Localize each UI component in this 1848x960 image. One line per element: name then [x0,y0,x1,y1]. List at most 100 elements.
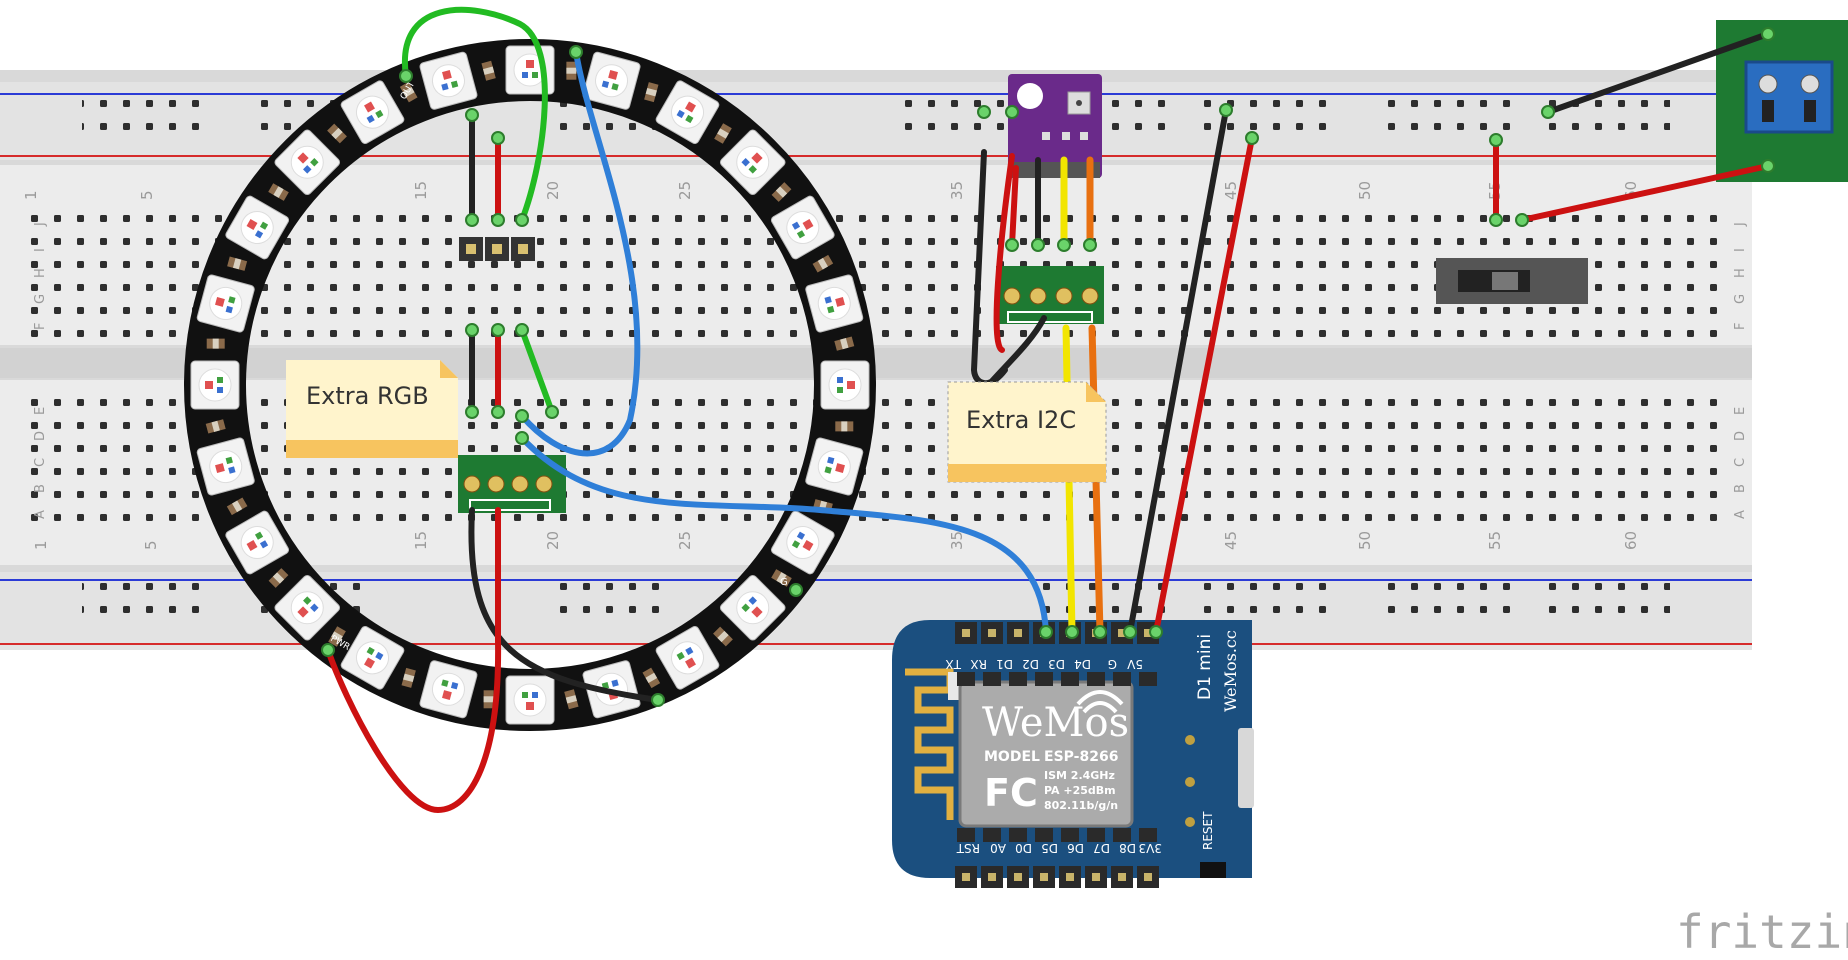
wire-end [1039,625,1053,639]
pin-d0[interactable]: D0 [1007,828,1032,888]
slide-switch[interactable] [1436,258,1588,304]
row-letters: J I H G F E D C B A J I H G F E D C B A [33,222,1748,519]
wire-red[interactable] [993,153,1015,353]
i2c-header-connector[interactable] [996,266,1104,324]
wire-red-ring-pwr[interactable] [325,507,502,813]
spec-line: PA +25dBm [1044,784,1116,797]
ring-capacitor [483,690,494,709]
pin-header-3[interactable] [459,237,535,261]
wire-end [321,643,335,657]
pad [1055,287,1073,305]
terminal-housing [1744,60,1834,134]
wire-red-dc[interactable] [1519,163,1771,223]
wifi-icon [1082,701,1118,714]
switch-knob[interactable] [1492,272,1518,290]
pin-rx[interactable]: RX [970,622,1003,686]
col-number: 35 [948,181,966,200]
dc-terminal-block[interactable] [1716,20,1848,182]
wire-end [515,409,529,423]
wire-green[interactable] [519,327,555,415]
pin-label: D6 [1067,841,1084,855]
pin-label: D3 [1048,657,1065,671]
note-extra-rgb[interactable]: Extra RGB [286,360,458,458]
reset-button[interactable] [1200,862,1226,878]
smd-part [1062,132,1070,140]
reset-label: RESET [1201,811,1215,850]
i2c-sensor-module[interactable] [1008,74,1102,178]
wire-blue[interactable] [519,49,641,457]
col-number: 60 [1622,531,1640,550]
wire-blue-d2[interactable] [519,435,1049,635]
ring-gnd-label: G [780,577,788,588]
wire-end [465,108,479,122]
spec-line: 802.11b/g/n [1044,799,1118,812]
pin-d5[interactable]: D5 [1033,828,1058,888]
col-number: 25 [676,181,694,200]
wire-end [1057,238,1071,252]
test-pad [1185,735,1195,745]
ring-led [340,80,405,145]
board-url: WeMos.cc [1221,630,1240,712]
pin-label: D5 [1041,841,1058,855]
model-value: ESP-8266 [1044,749,1118,765]
pin-d7[interactable]: D7 [1085,828,1110,888]
pin-rst[interactable]: RST [955,828,980,888]
neopixel-ring[interactable]: OUT PWR G [184,39,876,731]
pin-label: 3V3 [1139,841,1162,855]
sensor-port [1076,100,1082,106]
ring-capacitor [205,419,226,434]
pin-d8[interactable]: D8 [1111,828,1136,888]
pin-tx[interactable]: TX [945,622,977,686]
pin-label: TX [945,657,962,671]
col-number: 45 [1222,531,1240,550]
col-number: 15 [412,181,430,200]
spec-line: ISM 2.4GHz [1044,769,1115,782]
wire-red[interactable] [1009,165,1019,248]
pin-3v3[interactable]: 3V3 [1137,828,1162,888]
pin-d6[interactable]: D6 [1059,828,1084,888]
ring-led [805,274,864,333]
wire-red-5v[interactable] [1153,135,1255,635]
wemos-d1-mini[interactable]: WeMos MODEL ESP-8266 FC ISM 2.4GHz PA +2… [892,620,1254,888]
pad [511,475,529,493]
wire-end [1489,213,1503,227]
wire-end [1761,27,1775,41]
row-letter: J [1733,222,1748,227]
wire-end [465,405,479,419]
wire-black-ring-gnd[interactable] [468,507,661,703]
terminal-slot [1804,100,1816,122]
wire-green[interactable] [401,6,548,223]
ring-led [820,360,870,410]
ring-led [770,195,835,260]
ring-led [196,437,255,496]
pin-label: G [1108,657,1117,671]
wire-black-gnd[interactable] [1127,107,1229,635]
wifi-icon [1076,690,1124,706]
pin-a0[interactable]: A0 [981,828,1006,888]
pin-d1[interactable]: D1 [996,622,1029,686]
row-letter: G [1733,294,1748,304]
row-letter: D [1733,431,1748,441]
ring-capacitor [771,569,792,587]
wire-end [491,131,505,145]
terminal-screw[interactable] [1800,74,1820,94]
usb-port[interactable] [1238,728,1254,808]
row-letter: H [33,268,48,278]
ring-led [655,625,720,690]
terminal-screw[interactable] [1758,74,1778,94]
col-number: 45 [1222,181,1240,200]
wire-end [1005,238,1019,252]
wire-end [569,45,583,59]
wire-end [1005,105,1019,119]
wire-end [1123,625,1137,639]
ring-led [274,129,341,196]
ring-capacitor [644,82,659,103]
wire-end [1031,238,1045,252]
silkscreen [1007,311,1093,323]
wire-end [491,213,505,227]
pin-label: D7 [1093,841,1110,855]
note-extra-i2c[interactable]: Extra I2C [947,381,1107,483]
ring-capacitor [642,667,661,689]
col-number: 50 [1356,531,1374,550]
wire-black-dc[interactable] [1545,31,1771,115]
